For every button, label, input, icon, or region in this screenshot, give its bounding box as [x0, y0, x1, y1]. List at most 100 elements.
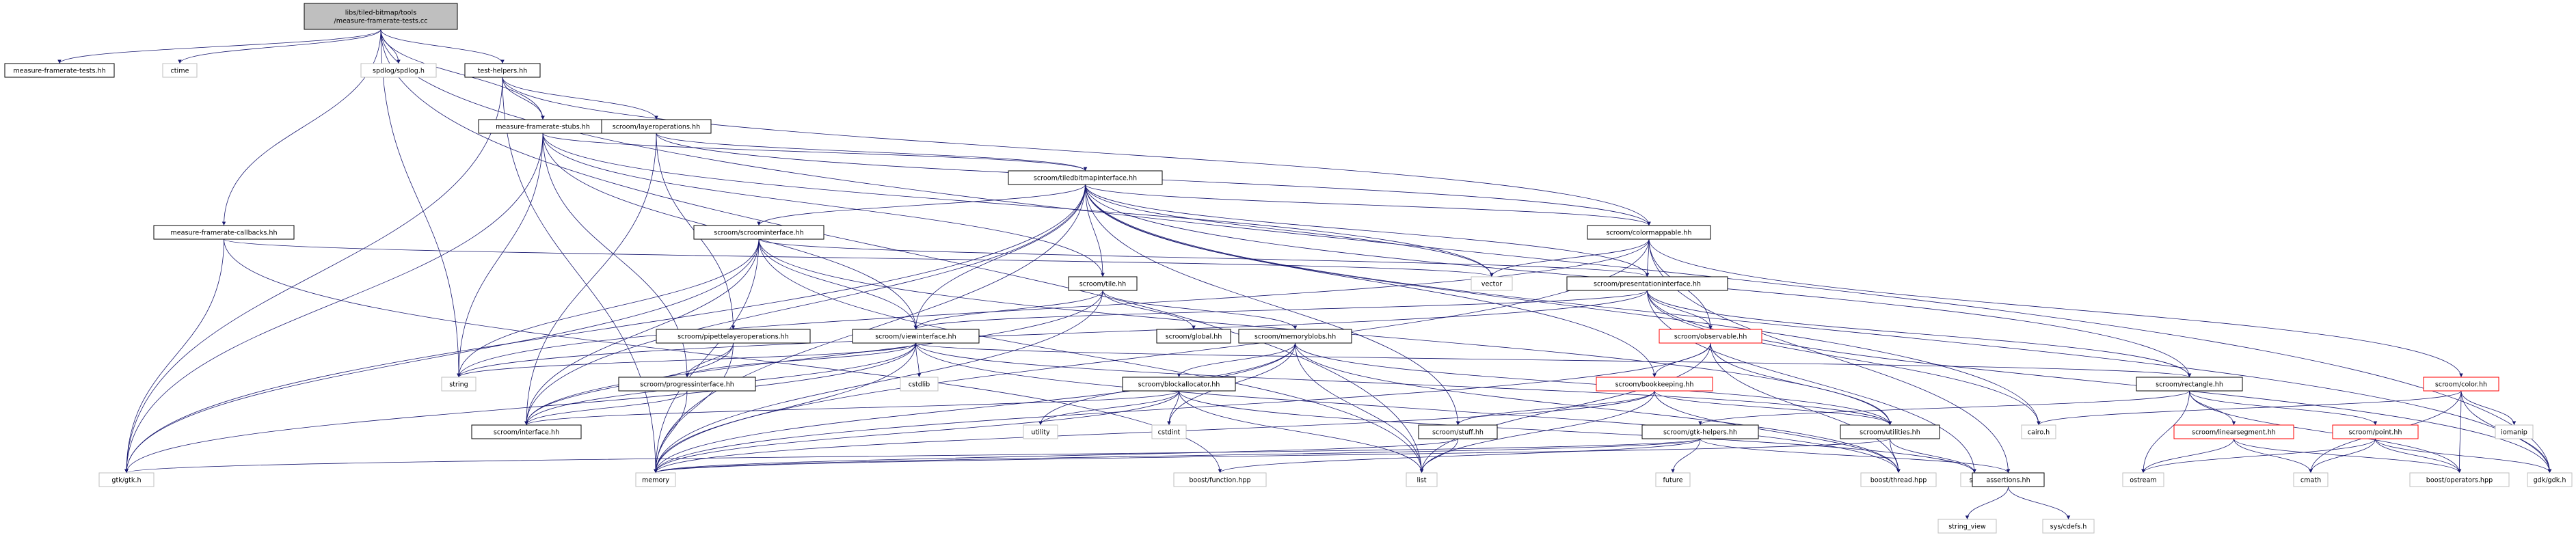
node-assertions-hh[interactable]: assertions.hh [1972, 472, 2045, 487]
node-boost-operators-hpp[interactable]: boost/operators.hpp [2409, 472, 2510, 487]
edge-tbi-to-bookkeeping [1085, 184, 1656, 378]
node-gtk-gtk-h[interactable]: gtk/gtk.h [98, 472, 155, 487]
node-scroom-blockallocator-hh[interactable]: scroom/blockallocator.hh [1122, 377, 1236, 392]
edge-tile-to-viewif [913, 290, 1103, 330]
edge-bookkeeping-to-boostthread [1654, 390, 1901, 474]
node-box [162, 63, 198, 78]
node-scroom-linearsegment-hh[interactable]: scroom/linearsegment.hh [2173, 424, 2294, 439]
node-box [2423, 377, 2499, 392]
node-vector[interactable]: vector [1471, 276, 1513, 291]
edge-rectangle-to-boostops [2189, 390, 2462, 474]
node-scroom-global-hh[interactable]: scroom/global.hh [1156, 329, 1231, 344]
node-cstdlib[interactable]: cstdlib [900, 377, 939, 392]
edge-memblobs-to-utilities [1295, 342, 1892, 426]
edge-tbi-to-presif [1085, 184, 1650, 277]
node-iomanip[interactable]: iomanip [2495, 424, 2534, 439]
node-libs-tiled-bitmap-tools-measure-framerate-tests-cc: libs/tiled-bitmap/tools/measure-framerat… [304, 3, 458, 30]
node-scroom-utilities-hh[interactable]: scroom/utilities.hh [1840, 424, 1940, 439]
node-box [656, 329, 811, 344]
edge-blockalloc-to-cstdint [1167, 390, 1179, 426]
edge-bookkeeping-to-utilities [1654, 390, 1892, 426]
node-box [900, 377, 939, 392]
node-box [1156, 329, 1231, 344]
edge-tbi-to-gtkgtk [124, 184, 1086, 474]
edge-utilities-to-boostthread [1890, 438, 1901, 474]
node-box [635, 472, 676, 487]
node-boost-thread-hpp[interactable]: boost/thread.hpp [1860, 472, 1937, 487]
node-scroom-interface-hh[interactable]: scroom/interface.hh [471, 424, 582, 439]
node-scroom-layeroperations-hh[interactable]: scroom/layeroperations.hh [601, 119, 712, 134]
edge-observable-to-boostthread [1710, 342, 1901, 474]
edge-blockalloc-to-set [1179, 390, 1976, 474]
node-boost-function-hpp[interactable]: boost/function.hpp [1173, 472, 1267, 487]
file-nodes: libs/tiled-bitmap/tools/measure-framerat… [4, 3, 2573, 534]
node-scroom-rectangle-hh[interactable]: scroom/rectangle.hh [2136, 377, 2243, 392]
node-box [1587, 225, 1711, 240]
edge-color-to-iomanip [2460, 390, 2517, 426]
node-box [464, 63, 541, 78]
node-label: list [1417, 477, 1426, 484]
edge-scroomif-to-memory [654, 238, 760, 474]
edge-linseg-to-cmath [2233, 438, 2313, 474]
node-scroom-gtk-helpers-hh[interactable]: scroom/gtk-helpers.hh [1641, 424, 1759, 439]
node-measure-framerate-callbacks-hh[interactable]: measure-framerate-callbacks.hh [153, 225, 295, 240]
edge-presif-to-set [1647, 290, 1976, 474]
node-string[interactable]: string [441, 377, 477, 392]
node-scroom-color-hh[interactable]: scroom/color.hh [2423, 377, 2499, 392]
node-cmath[interactable]: cmath [2293, 472, 2329, 487]
node-utility[interactable]: utility [1023, 424, 1058, 439]
node-sys-cdefs-h[interactable]: sys/cdefs.h [2042, 519, 2095, 534]
node-box [4, 63, 115, 78]
node-scroom-presentationinterface-hh[interactable]: scroom/presentationinterface.hh [1566, 276, 1728, 291]
edge-test_helpers-to-colormap [502, 77, 1651, 226]
node-future[interactable]: future [1655, 472, 1691, 487]
node-scroom-colormappable-hh[interactable]: scroom/colormappable.hh [1587, 225, 1711, 240]
node-label: scroom/pipettelayeroperations.hh [677, 333, 789, 341]
node-scroom-progressinterface-hh[interactable]: scroom/progressinterface.hh [618, 377, 756, 392]
node-measure-framerate-stubs-hh[interactable]: measure-framerate-stubs.hh [478, 119, 608, 134]
node-box [601, 119, 712, 134]
node-label: gtk/gtk.h [111, 477, 141, 484]
edge-test_helpers-to-stubs [502, 77, 545, 120]
node-string-view[interactable]: string_view [1937, 519, 1997, 534]
node-label: scroom/color.hh [2435, 381, 2487, 389]
edge-progress-to-interface [524, 390, 688, 426]
node-ostream[interactable]: ostream [2122, 472, 2164, 487]
node-list[interactable]: list [1406, 472, 1438, 487]
edge-gtkhelpers-to-memory [654, 438, 1701, 474]
node-label: scroom/progressinterface.hh [640, 381, 734, 389]
edge-gtkhelpers-to-boostfn [1218, 438, 1701, 474]
node-label: scroom/utilities.hh [1860, 429, 1920, 437]
node-scroom-observable-hh[interactable]: scroom/observable.hh [1659, 329, 1762, 344]
edge-tbi-to-cairo [1085, 184, 2041, 426]
node-box [1406, 472, 1438, 487]
edge-tbi-to-vector [1085, 184, 1494, 277]
node-scroom-memoryblobs-hh[interactable]: scroom/memoryblobs.hh [1238, 329, 1352, 344]
node-scroom-bookkeeping-hh[interactable]: scroom/bookkeeping.hh [1596, 377, 1713, 392]
node-scroom-pipettelayeroperations-hh[interactable]: scroom/pipettelayeroperations.hh [656, 329, 811, 344]
node-test-helpers-hh[interactable]: test-helpers.hh [464, 63, 541, 78]
node-cstdint[interactable]: cstdint [1151, 424, 1187, 439]
edge-tbi-to-viewif [913, 184, 1086, 330]
node-memory[interactable]: memory [635, 472, 676, 487]
node-cairo-h[interactable]: cairo.h [2021, 424, 2056, 439]
edge-memblobs-to-boostthread [1295, 342, 1901, 474]
node-scroom-tiledbitmapinterface-hh[interactable]: scroom/tiledbitmapinterface.hh [1008, 170, 1163, 185]
node-scroom-scroominterface-hh[interactable]: scroom/scroominterface.hh [693, 225, 824, 240]
node-label: scroom/viewinterface.hh [875, 333, 956, 341]
edge-gtkhelpers-to-assertions [1700, 438, 2011, 474]
node-scroom-tile-hh[interactable]: scroom/tile.hh [1068, 276, 1138, 291]
edge-root-to-list [380, 29, 1424, 474]
node-label: cairo.h [2028, 429, 2050, 437]
node-box [1238, 329, 1352, 344]
node-measure-framerate-tests-hh[interactable]: measure-framerate-tests.hh [4, 63, 115, 78]
node-scroom-stuff-hh[interactable]: scroom/stuff.hh [1418, 424, 1498, 439]
edge-scroomif-to-viewif [758, 238, 918, 330]
node-gdk-gdk-h[interactable]: gdk/gdk.h [2527, 472, 2573, 487]
node-scroom-point-hh[interactable]: scroom/point.hh [2332, 424, 2419, 439]
node-spdlog-spdlog-h[interactable]: spdlog/spdlog.h [360, 63, 437, 78]
node-scroom-viewinterface-hh[interactable]: scroom/viewinterface.hh [852, 329, 980, 344]
node-ctime[interactable]: ctime [162, 63, 198, 78]
node-box [1023, 424, 1058, 439]
node-label: vector [1481, 281, 1502, 288]
